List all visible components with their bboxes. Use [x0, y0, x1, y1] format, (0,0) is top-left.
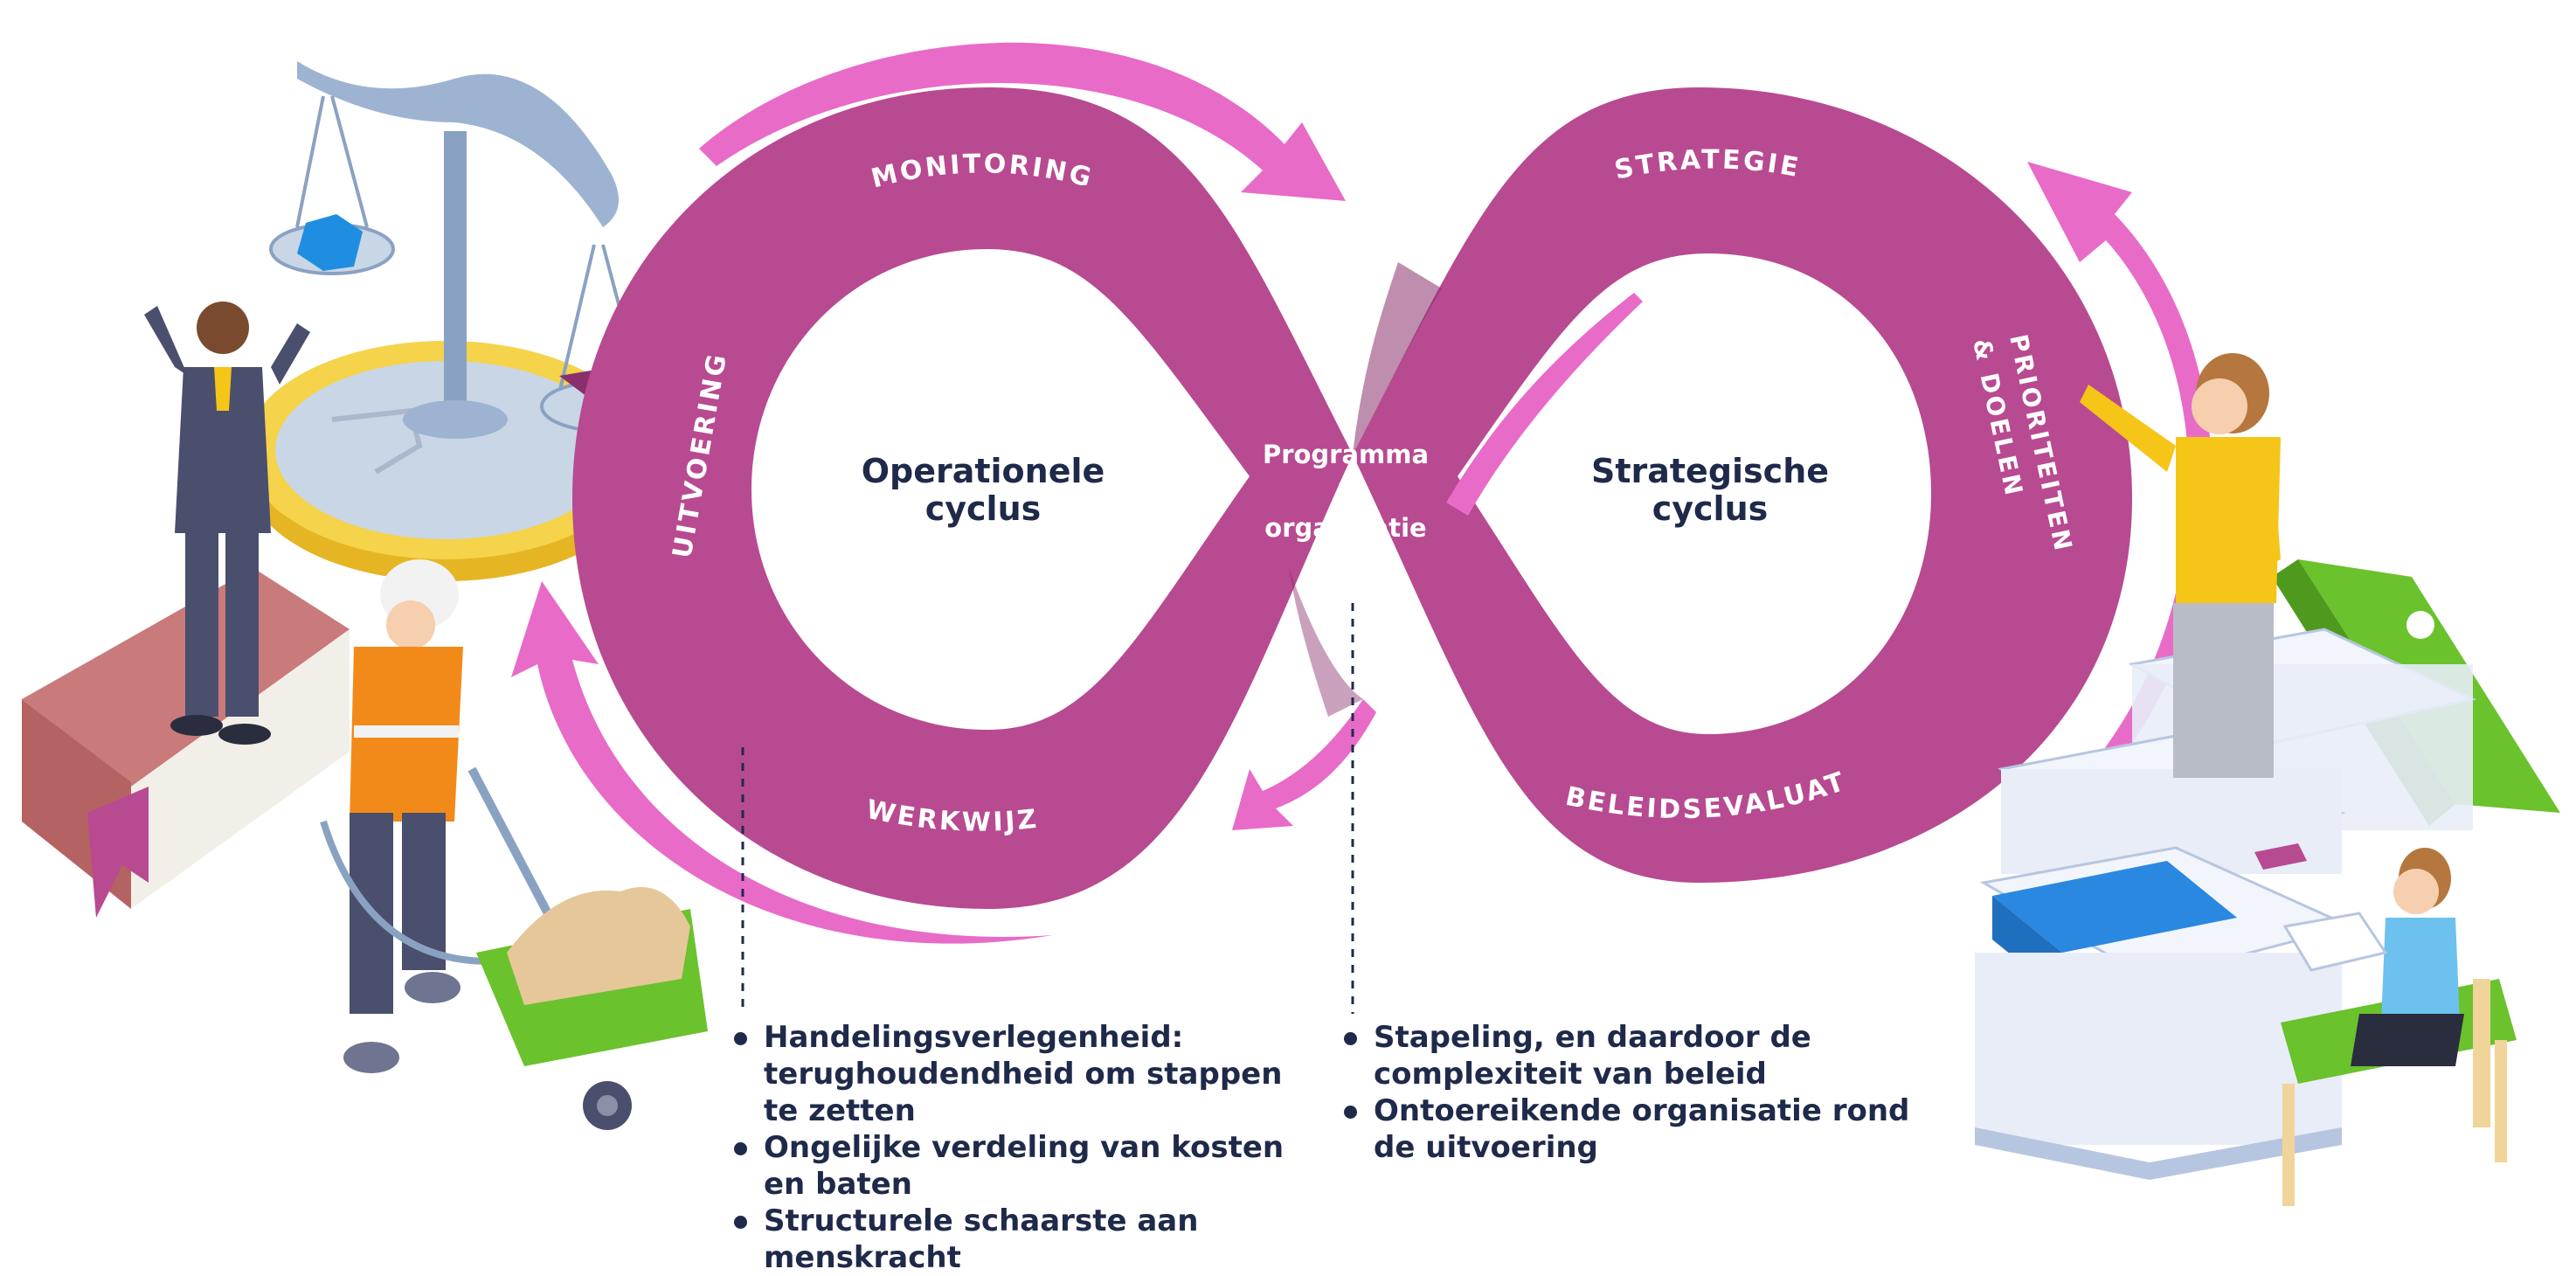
right-loop-title-line1: Strategische [1591, 452, 1829, 490]
list-item-line: complexiteit van beleid [1374, 1057, 1767, 1092]
businessman-icon [144, 302, 310, 745]
ring-crossing-shade [1353, 262, 1442, 454]
woman-presenter-icon [2080, 353, 2281, 778]
left-loop-title-line1: Operationele [862, 452, 1105, 490]
list-item-line: Handelingsverlegenheid: [764, 1020, 1184, 1055]
list-item-line: terughoudendheid om stappen [764, 1057, 1283, 1092]
center-label-line2: & [1334, 476, 1356, 506]
arrow-right [2027, 162, 2212, 778]
wheelbarrow-icon [467, 766, 708, 1130]
arrow-left [511, 581, 1053, 944]
list-item: Structurele schaarste aan menskracht [734, 1203, 1284, 1276]
center-label-line3: organisatie [1264, 513, 1426, 543]
list-item: Ongelijke verdeling van kosten en baten [734, 1129, 1284, 1203]
list-item: Ontoereikende organisatie rond de uitvoe… [1344, 1092, 1909, 1166]
list-item-line: de uitvoering [1374, 1130, 1598, 1165]
woman-reading-icon [2281, 848, 2517, 1206]
list-item-line: menskracht [764, 1240, 961, 1275]
arrow-top [699, 42, 1346, 201]
ring-crossing-shade-lower [1289, 568, 1363, 717]
paper-stack-icon [1975, 628, 2477, 1180]
list-item: Handelingsverlegenheid: terughoudendheid… [734, 1019, 1284, 1129]
list-item-line: en baten [764, 1167, 912, 1202]
list-item-line: Structurele schaarste aan [764, 1203, 1199, 1238]
arrow-center [1232, 293, 1643, 830]
list-item-line: Stapeling, en daardoor de [1374, 1020, 1811, 1055]
list-item-line: Ongelijke verdeling van kosten [764, 1130, 1285, 1165]
bullet-list-right: Stapeling, en daardoor de complexiteit v… [1344, 1019, 1909, 1166]
left-loop-title-line2: cyclus [925, 489, 1042, 528]
list-item: Stapeling, en daardoor de complexiteit v… [1344, 1019, 1909, 1092]
list-item-line: Ontoereikende organisatie rond [1374, 1093, 1910, 1128]
center-label-line1: Programma [1263, 440, 1429, 469]
construction-worker-icon [320, 559, 490, 1073]
list-item-line: te zetten [764, 1093, 916, 1128]
bullet-list-left: Handelingsverlegenheid: terughoudendheid… [734, 1019, 1284, 1276]
right-loop-title-line2: cyclus [1652, 489, 1769, 528]
